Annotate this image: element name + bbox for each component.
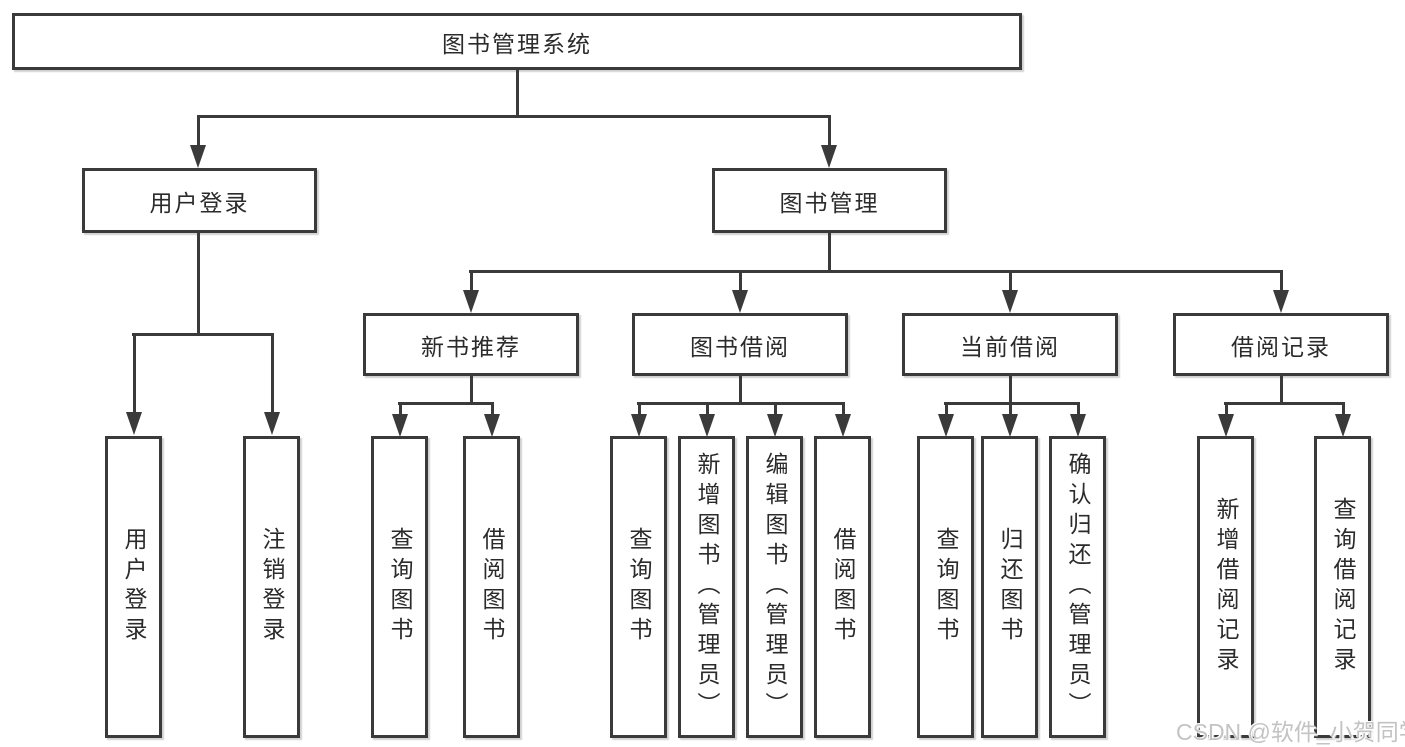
connector-drop-line bbox=[1008, 402, 1012, 417]
connector-branch-line bbox=[469, 270, 1283, 273]
connector-branch-line bbox=[398, 402, 494, 405]
leaf-query-borrow-record: 查询借阅记录 bbox=[1314, 436, 1371, 738]
node-borrowing-records: 借阅记录 bbox=[1173, 313, 1389, 376]
connector-drop-line bbox=[1279, 270, 1283, 293]
leaf-edit-books-admin-label: 编辑图书（管理员） bbox=[762, 452, 788, 722]
node-root-label: 图书管理系统 bbox=[442, 30, 592, 57]
connector-drop-line bbox=[1076, 402, 1080, 417]
connector-drop-line bbox=[827, 115, 831, 148]
connector-drop-line bbox=[196, 115, 200, 148]
leaf-confirm-return-admin: 确认归还（管理员） bbox=[1049, 436, 1106, 738]
arrow-down-icon bbox=[767, 414, 783, 437]
connector-drop-line bbox=[738, 270, 742, 293]
connector-branch-line bbox=[637, 402, 845, 405]
arrow-down-icon bbox=[190, 145, 206, 168]
arrow-down-icon bbox=[1335, 414, 1351, 437]
connector-stem bbox=[738, 375, 742, 405]
node-book-borrowing-label: 图书借阅 bbox=[690, 333, 790, 360]
arrow-down-icon bbox=[126, 412, 142, 435]
connector-stem bbox=[515, 67, 519, 118]
arrow-down-icon bbox=[484, 414, 500, 437]
connector-drop-line bbox=[773, 402, 777, 417]
node-borrowing-records-label: 借阅记录 bbox=[1231, 333, 1331, 360]
connector-drop-line bbox=[637, 402, 641, 417]
leaf-query-books-1: 查询图书 bbox=[371, 436, 428, 738]
leaf-return-books: 归还图书 bbox=[981, 436, 1038, 738]
leaf-edit-books-admin: 编辑图书（管理员） bbox=[746, 436, 803, 738]
arrow-down-icon bbox=[631, 414, 647, 437]
leaf-add-books-admin-label: 新增图书（管理员） bbox=[694, 452, 720, 722]
connector-stem bbox=[469, 375, 473, 405]
node-book-borrowing: 图书借阅 bbox=[632, 313, 848, 376]
arrow-down-icon bbox=[835, 414, 851, 437]
connector-stem bbox=[1279, 375, 1283, 405]
leaf-add-borrow-record-label: 新增借阅记录 bbox=[1213, 497, 1239, 677]
leaf-return-books-label: 归还图书 bbox=[997, 527, 1023, 647]
arrow-down-icon bbox=[1218, 414, 1234, 437]
connector-drop-line bbox=[398, 402, 402, 417]
leaf-logout: 注销登录 bbox=[243, 436, 300, 738]
connector-branch-line bbox=[132, 333, 273, 336]
connector-stem bbox=[827, 231, 831, 273]
leaf-query-books-2: 查询图书 bbox=[610, 436, 667, 738]
leaf-add-borrow-record: 新增借阅记录 bbox=[1197, 436, 1254, 738]
arrow-down-icon bbox=[392, 414, 408, 437]
leaf-logout-label: 注销登录 bbox=[259, 527, 285, 647]
leaf-borrow-books-2: 借阅图书 bbox=[814, 436, 871, 738]
connector-drop-line bbox=[132, 333, 136, 415]
leaf-user-login-label: 用户登录 bbox=[121, 527, 147, 647]
arrow-down-icon bbox=[938, 414, 954, 437]
connector-branch-line bbox=[197, 115, 831, 118]
arrow-down-icon bbox=[732, 290, 748, 313]
connector-stem bbox=[1008, 375, 1012, 405]
arrow-down-icon bbox=[1070, 414, 1086, 437]
leaf-borrow-books-1-label: 借阅图书 bbox=[479, 527, 505, 647]
node-current-borrowing: 当前借阅 bbox=[902, 313, 1118, 376]
node-new-book-recommend-label: 新书推荐 bbox=[421, 333, 521, 360]
arrow-down-icon bbox=[699, 414, 715, 437]
leaf-borrow-books-1: 借阅图书 bbox=[463, 436, 520, 738]
connector-drop-line bbox=[490, 402, 494, 417]
leaf-query-books-1-label: 查询图书 bbox=[387, 527, 413, 647]
node-new-book-recommend: 新书推荐 bbox=[363, 313, 579, 376]
leaf-query-books-2-label: 查询图书 bbox=[626, 527, 652, 647]
arrow-down-icon bbox=[1002, 414, 1018, 437]
connector-drop-line bbox=[944, 402, 948, 417]
connector-drop-line bbox=[1224, 402, 1228, 417]
node-book-management-label: 图书管理 bbox=[779, 189, 880, 216]
connector-drop-line bbox=[705, 402, 709, 417]
arrow-down-icon bbox=[1002, 290, 1018, 313]
connector-drop-line bbox=[469, 270, 473, 293]
arrow-down-icon bbox=[1273, 290, 1289, 313]
connector-branch-line bbox=[1224, 402, 1345, 405]
leaf-borrow-books-2-label: 借阅图书 bbox=[830, 527, 856, 647]
connector-stem bbox=[196, 231, 200, 336]
connector-drop-line bbox=[1008, 270, 1012, 293]
leaf-add-books-admin: 新增图书（管理员） bbox=[678, 436, 735, 738]
watermark: CSDN @软件_小贺同学 bbox=[1176, 719, 1405, 745]
node-user-login-label: 用户登录 bbox=[149, 189, 250, 216]
leaf-query-books-3-label: 查询图书 bbox=[933, 527, 959, 647]
connector-drop-line bbox=[1341, 402, 1345, 417]
arrow-down-icon bbox=[821, 145, 837, 168]
leaf-query-borrow-record-label: 查询借阅记录 bbox=[1330, 497, 1356, 677]
node-root: 图书管理系统 bbox=[12, 13, 1022, 70]
node-user-login: 用户登录 bbox=[82, 168, 317, 233]
connector-drop-line bbox=[270, 333, 274, 415]
leaf-user-login: 用户登录 bbox=[105, 436, 162, 738]
arrow-down-icon bbox=[463, 290, 479, 313]
connector-drop-line bbox=[841, 402, 845, 417]
leaf-confirm-return-admin-label: 确认归还（管理员） bbox=[1065, 452, 1091, 722]
connector-branch-line bbox=[944, 402, 1080, 405]
leaf-query-books-3: 查询图书 bbox=[917, 436, 974, 738]
node-book-management: 图书管理 bbox=[712, 168, 947, 233]
node-current-borrowing-label: 当前借阅 bbox=[960, 333, 1060, 360]
arrow-down-icon bbox=[264, 412, 280, 435]
